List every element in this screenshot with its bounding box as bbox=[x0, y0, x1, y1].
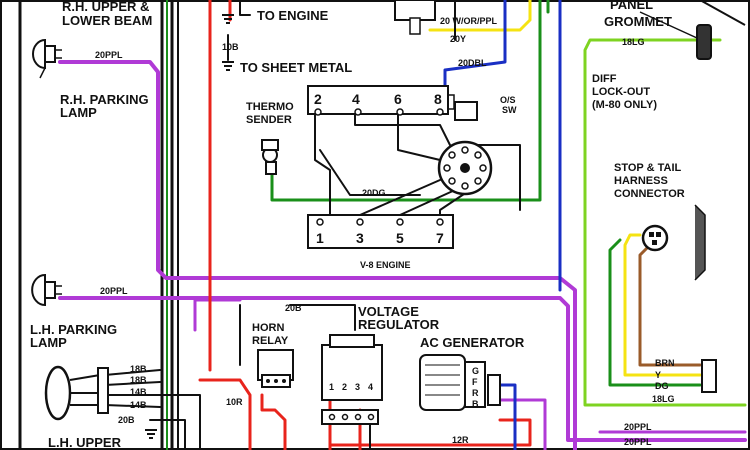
pin-label: F bbox=[472, 377, 478, 387]
rh-upper-lower-beam-label: LOWER BEAM bbox=[62, 13, 152, 28]
wire-code-label: 18LG bbox=[622, 37, 645, 47]
pin-label: G bbox=[472, 366, 479, 376]
pin-label: 8 bbox=[434, 91, 442, 107]
to-engine-label: TO ENGINE bbox=[257, 8, 329, 23]
wire-code-label: 20DG bbox=[362, 188, 386, 198]
wire-code-label: 20DBL bbox=[458, 58, 487, 68]
v8-top-plug-block bbox=[307, 85, 449, 116]
wire-code-label: 20PPL bbox=[100, 286, 128, 296]
main-harness-left bbox=[18, 0, 179, 450]
rh-upper-lower-beam-label: R.H. UPPER & bbox=[62, 0, 149, 14]
right-terminal-block bbox=[701, 359, 717, 393]
os-sw-label: SW bbox=[502, 105, 517, 115]
wire-code-label: 12R bbox=[452, 435, 469, 445]
voltage-regulator-label: REGULATOR bbox=[358, 317, 440, 332]
diff-lockout-label: LOCK-OUT bbox=[592, 86, 650, 98]
lh-parking-lamp-label: L.H. PARKING bbox=[30, 322, 117, 337]
wire-code-label: DG bbox=[655, 381, 669, 391]
v8-bottom-plug-block bbox=[307, 214, 454, 249]
wire-code-label: 10R bbox=[226, 397, 243, 407]
lh-upper-headlamp-icon bbox=[44, 365, 109, 421]
stop-tail-label: STOP & TAIL bbox=[614, 162, 682, 174]
lh-upper-label: L.H. UPPER bbox=[48, 435, 122, 450]
lh-parking-lamp-label: LAMP bbox=[30, 335, 67, 350]
wire-code-label: 20PPL bbox=[624, 422, 652, 432]
pin-label: 1 bbox=[316, 230, 324, 246]
ground-icon bbox=[222, 14, 234, 24]
black-wires bbox=[104, 0, 521, 450]
wire-code-label: 10B bbox=[222, 42, 239, 52]
ground-icon bbox=[145, 429, 157, 439]
pin-label: 1 bbox=[329, 382, 334, 392]
pin-label: 5 bbox=[396, 230, 404, 246]
wire-code-label: 20 W/OR/PPL bbox=[440, 16, 498, 26]
voltage-regulator-label: VOLTAGE bbox=[358, 304, 419, 319]
horn-relay-label: HORN bbox=[252, 322, 284, 334]
wire-code-label: 20Y bbox=[450, 34, 466, 44]
wire-code-label: 18LG bbox=[652, 394, 675, 404]
wire-code-label: Y bbox=[655, 370, 661, 380]
voltage-regulator-icon bbox=[321, 334, 383, 425]
stop-tail-label: CONNECTOR bbox=[614, 188, 685, 200]
rh-parking-lamp-label: LAMP bbox=[60, 105, 97, 120]
wire-code-label: 14B bbox=[130, 400, 147, 410]
wire-code-label: 14B bbox=[130, 387, 147, 397]
thermo-sender-label: SENDER bbox=[246, 114, 292, 126]
diff-lockout-label: (M-80 ONLY) bbox=[592, 99, 657, 111]
thermo-sender-label: THERMO bbox=[246, 101, 294, 113]
rh-parking-lamp-label: R.H. PARKING bbox=[60, 92, 149, 107]
to-sheet-metal-label: TO SHEET METAL bbox=[240, 60, 352, 75]
purple-wires bbox=[58, 60, 747, 450]
lh-parking-lamp-icon bbox=[31, 273, 62, 307]
brown-wire bbox=[638, 243, 702, 367]
os-sw-label: O/S bbox=[500, 95, 516, 105]
wire-code-label: 18B bbox=[130, 375, 147, 385]
v8-engine-label: V-8 ENGINE bbox=[360, 260, 411, 270]
pin-label: 2 bbox=[314, 91, 322, 107]
green-wires bbox=[270, 0, 747, 407]
horn-relay-label: RELAY bbox=[252, 335, 289, 347]
horn-relay-icon bbox=[257, 349, 294, 388]
ground-icon bbox=[222, 61, 234, 71]
wire-code-label: 20B bbox=[118, 415, 135, 425]
pin-label: 4 bbox=[352, 91, 360, 107]
panel-label: PANEL bbox=[610, 0, 653, 12]
wire-code-label: 20B bbox=[285, 303, 302, 313]
pin-label: 4 bbox=[368, 382, 373, 392]
ac-generator-label: AC GENERATOR bbox=[420, 335, 525, 350]
wire-code-label: BRN bbox=[655, 358, 675, 368]
pin-label: B bbox=[472, 399, 479, 409]
grommet-label: GROMMET bbox=[604, 14, 672, 29]
stop-tail-connector-icon bbox=[641, 204, 706, 281]
rh-parking-lamp-icon bbox=[32, 38, 62, 79]
thermo-sender-icon bbox=[261, 139, 279, 175]
stop-tail-label: HARNESS bbox=[614, 175, 668, 187]
pin-label: R bbox=[472, 388, 479, 398]
wire-code-label: 20PPL bbox=[95, 50, 123, 60]
wire-code-label: 20PPL bbox=[624, 437, 652, 447]
ac-generator-icon bbox=[419, 354, 501, 411]
distributor-cap-icon bbox=[437, 140, 493, 196]
yellow-wires bbox=[428, 0, 702, 377]
pin-label: 2 bbox=[342, 382, 347, 392]
pin-label: 3 bbox=[355, 382, 360, 392]
wire-code-label: 18B bbox=[130, 364, 147, 374]
grommet-icon bbox=[639, 0, 746, 60]
pin-label: 7 bbox=[436, 230, 444, 246]
pin-label: 3 bbox=[356, 230, 364, 246]
top-splice-block bbox=[394, 0, 436, 35]
diff-lockout-label: DIFF bbox=[592, 73, 617, 85]
pin-label: 6 bbox=[394, 91, 402, 107]
